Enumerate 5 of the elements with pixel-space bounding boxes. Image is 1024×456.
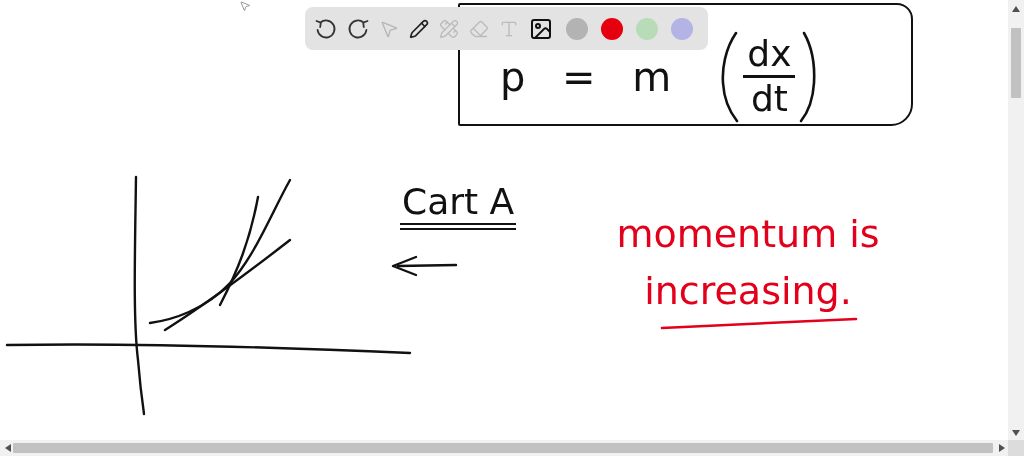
cart-label: Cart A	[400, 182, 517, 230]
formula-box	[458, 3, 913, 126]
fraction-denominator: dt	[749, 78, 789, 118]
note-text: momentum is increasing.	[615, 211, 881, 315]
fraction-numerator: dx	[743, 35, 796, 78]
